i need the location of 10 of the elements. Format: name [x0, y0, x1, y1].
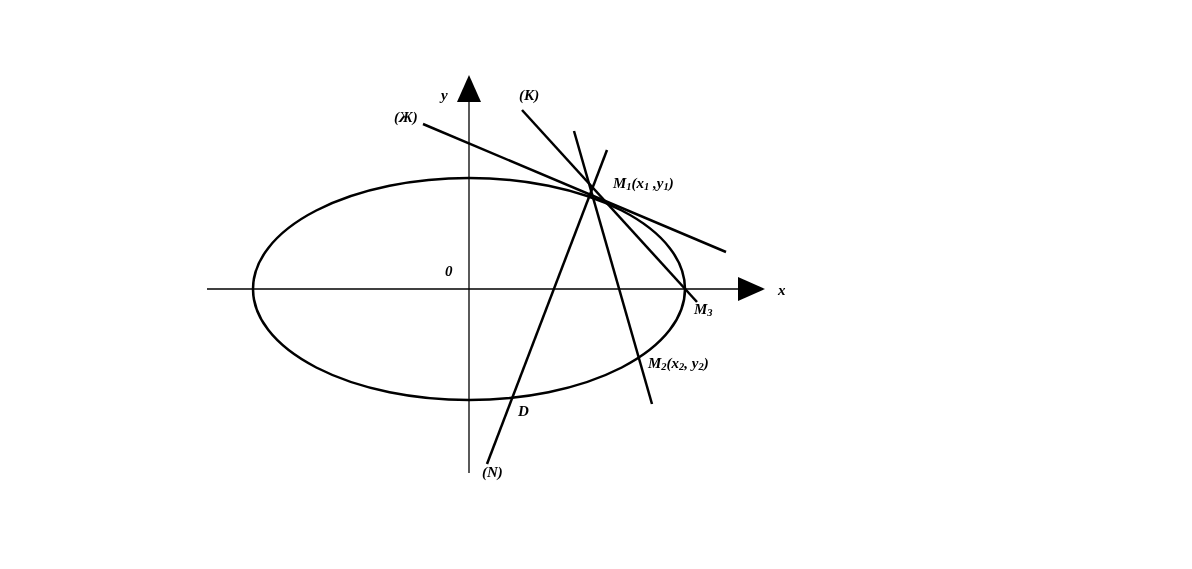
point-label: M$_{1}$(x$_{1}$ ,y$_{1}$): [613, 176, 674, 193]
point-label: M$_{3}$: [694, 302, 713, 319]
line-label: (К): [519, 88, 540, 103]
axis-label: x: [778, 283, 786, 298]
origin-label: 0: [445, 264, 453, 279]
point-label: D: [518, 404, 529, 419]
point-label: M$_{2}$(x$_{2}$, y$_{2}$): [648, 356, 709, 373]
axis-label: y: [441, 88, 448, 103]
line-label: (N): [482, 465, 503, 480]
line-label: (Ж): [394, 110, 418, 125]
